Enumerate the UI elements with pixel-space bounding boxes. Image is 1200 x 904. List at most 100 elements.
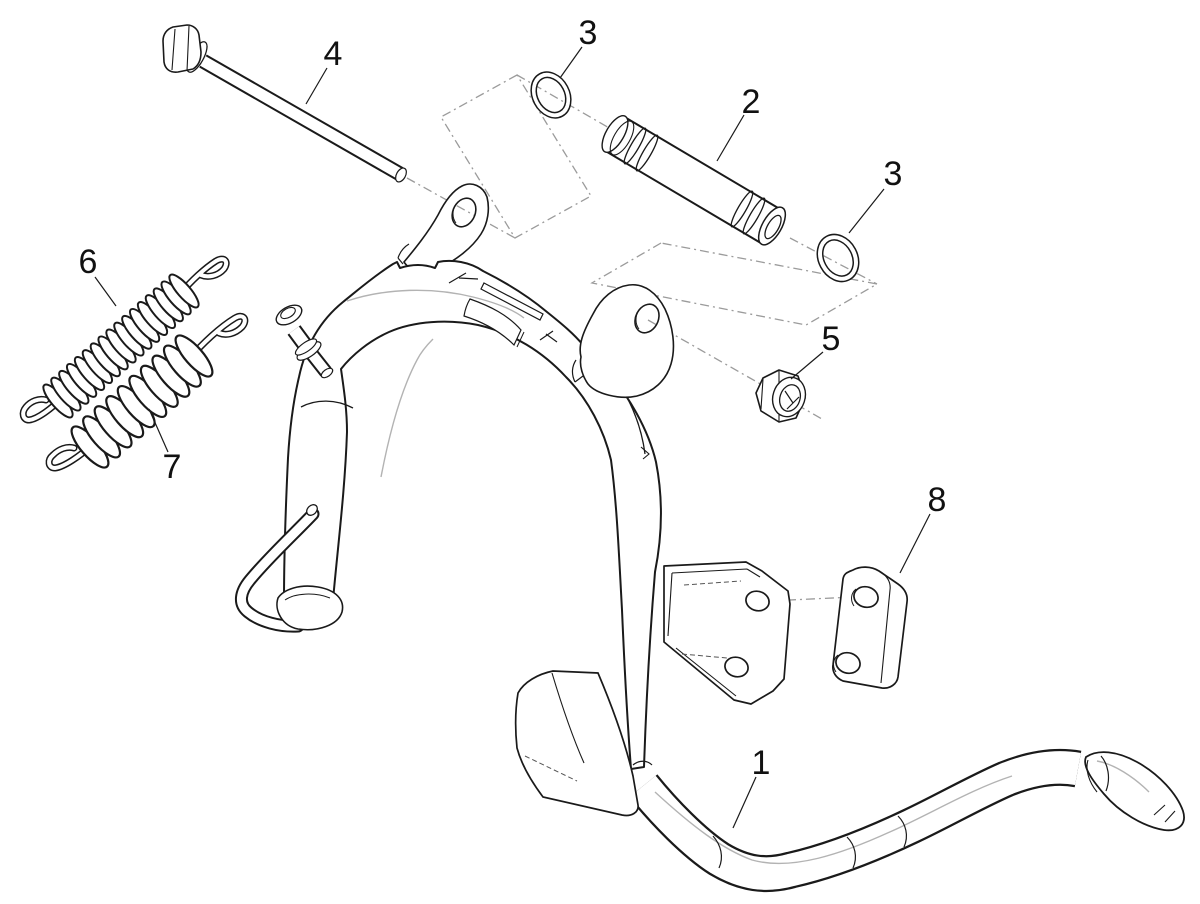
stand-frame-body <box>283 259 662 770</box>
left-leg-weld-joint-line <box>300 400 354 409</box>
weld-mark-left <box>448 272 479 284</box>
leader-3-left <box>559 46 583 79</box>
bolt-hex-facets <box>171 25 190 72</box>
callout-8: 8 <box>928 481 947 519</box>
o-ring-right <box>816 233 860 283</box>
foot-lever-paddle <box>1084 751 1185 832</box>
arch-flat-panel <box>463 298 522 347</box>
paddle-tube-end-arc <box>1086 759 1098 793</box>
spring6-hook-top-fill <box>179 257 229 295</box>
stop-bracket-fold-lines <box>667 568 761 697</box>
callout-5: 5 <box>822 320 841 358</box>
stop-pad-block-bore-arcs <box>833 588 857 673</box>
stand-spring-large <box>45 312 249 472</box>
callout-3-right: 3 <box>884 155 903 193</box>
stop-pad-block-body <box>832 566 909 689</box>
spring6-hook-bottom-fill <box>21 396 64 423</box>
pivot-lug-left-bore-edge <box>452 203 457 224</box>
spring7-hook-bottom-fill <box>47 443 94 471</box>
right-leg-notch <box>640 446 650 460</box>
leader-5 <box>790 351 824 380</box>
right-foot-pad-plate <box>514 670 639 817</box>
pivot-lug-left <box>397 183 490 273</box>
stop-bracket-plate <box>663 561 791 705</box>
spring-post <box>275 304 334 379</box>
axis-bolt <box>406 177 516 239</box>
spring7-coil <box>174 334 214 378</box>
leader-2 <box>716 114 745 162</box>
axis-sleeve-lower <box>789 237 878 285</box>
spring7-hook-top-fill <box>189 314 247 359</box>
pivot-lug-right-bore-edge <box>635 309 640 330</box>
spring-post-stem-fill <box>307 349 330 376</box>
pivot-lug-right-base-facet <box>571 359 584 383</box>
spring-post-stem-cap <box>320 367 334 379</box>
stop-bracket <box>663 561 791 705</box>
callout-2: 2 <box>742 83 761 121</box>
weld-mark-right <box>539 330 558 343</box>
callout-6: 6 <box>79 243 98 281</box>
spring6-coil <box>168 273 200 309</box>
sleeve-groove-1 <box>623 127 647 165</box>
pivot-lug-right <box>571 284 675 399</box>
callout-leaders <box>94 46 931 829</box>
spring6-coils <box>42 273 200 419</box>
stand-spring-small <box>19 255 230 424</box>
callout-3-left: 3 <box>579 14 598 52</box>
lock-nut <box>755 369 807 423</box>
pivot-lug-left-plate <box>403 183 490 273</box>
leader-4 <box>305 67 328 105</box>
pivot-lug-left-base-facet <box>397 243 410 265</box>
callout-4: 4 <box>324 35 343 73</box>
spring7-coils <box>70 334 214 469</box>
arch-panel-edge <box>516 331 525 348</box>
sleeve-groove-4 <box>742 197 766 235</box>
callout-1: 1 <box>752 744 771 782</box>
sleeve-groove-2 <box>635 134 659 172</box>
left-foot-plate-rim <box>284 593 331 601</box>
tube-ring-2 <box>846 836 857 869</box>
sleeve-left-chamfer <box>609 120 635 156</box>
tube-ring-1 <box>712 835 723 869</box>
bolt-tip-cap <box>395 167 407 183</box>
cross-tube-fill <box>630 751 1081 890</box>
pivot-bolt <box>162 24 407 183</box>
left-foot-plate <box>276 585 344 631</box>
tube-ring-3 <box>897 815 908 848</box>
tube-seam-left-leg <box>380 338 434 478</box>
callout-labels: 4 3 2 3 5 6 7 8 1 <box>79 14 947 782</box>
bottom-cross-tube <box>628 748 1185 893</box>
spring-post-head-top <box>280 306 296 320</box>
leg-tube-junction-line <box>632 760 653 766</box>
pivot-sleeve-pin <box>601 114 787 246</box>
stop-pad-block <box>832 566 909 689</box>
right-foot-pad-hidden-edge <box>524 755 578 782</box>
bolt-hex-head <box>162 24 202 73</box>
sleeve-groove-3 <box>730 190 754 228</box>
leader-6 <box>94 276 117 307</box>
pivot-lug-right-plate <box>579 284 675 399</box>
foot-hoop-fill <box>237 509 318 631</box>
right-foot-pad <box>514 670 639 817</box>
bolt-shaft-fill <box>200 56 403 179</box>
left-foot <box>235 504 344 633</box>
cross-tube-seam <box>654 775 1013 865</box>
stop-bracket-hidden-edges <box>681 580 742 659</box>
paddle-highlight <box>1096 760 1150 793</box>
leader-1 <box>732 776 757 829</box>
arch-rib-slot <box>480 282 544 321</box>
paddle-ring <box>1100 755 1110 792</box>
leader-3-right <box>848 188 885 234</box>
nut-insert-marks <box>784 390 800 410</box>
right-foot-pad-fold <box>551 672 585 764</box>
tube-seam-arch <box>346 289 525 319</box>
spring-post-collar-ring <box>294 338 318 356</box>
paddle-tip-hatch <box>1153 804 1176 823</box>
sleeve-bore <box>764 214 782 240</box>
leader-7 <box>148 408 169 453</box>
foot-hoop-tip-cap <box>306 504 318 516</box>
callout-7: 7 <box>163 448 182 486</box>
reference-plane-upper <box>440 74 592 239</box>
stop-pad-block-side-edge <box>880 571 891 684</box>
